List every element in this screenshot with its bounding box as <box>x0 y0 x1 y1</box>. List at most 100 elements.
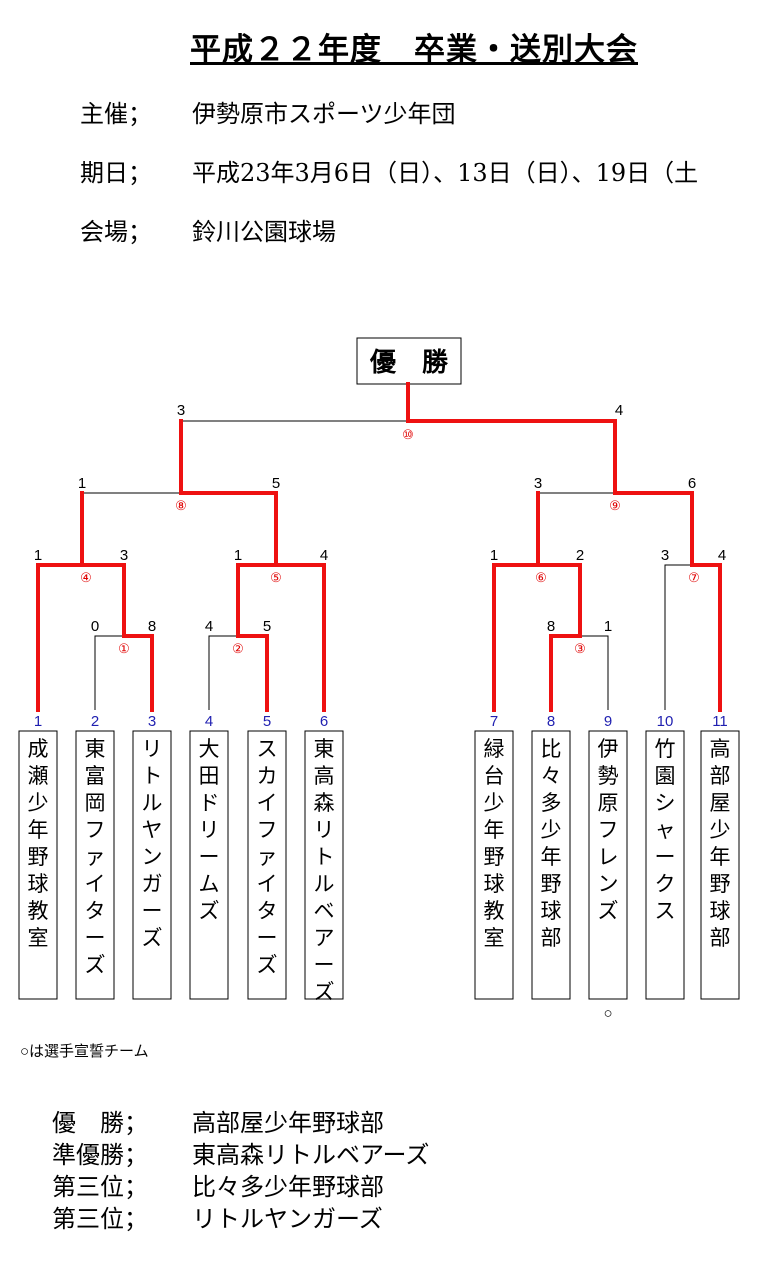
m5-score-right: 4 <box>320 547 328 564</box>
m6-label: ⑥ <box>535 570 547 585</box>
team-name: 竹園シャークス <box>655 737 676 923</box>
m2-score-right: 5 <box>263 618 271 635</box>
m3-score-left: 8 <box>547 618 555 635</box>
team-name: リトルヤンガーズ <box>142 737 163 950</box>
tournament-bracket: 優 勝 <box>18 337 740 1022</box>
m8-line-loser <box>81 492 181 565</box>
m8-line-winner <box>179 419 278 495</box>
m6-score-right: 2 <box>576 547 584 564</box>
team-seed-number: 5 <box>263 713 271 730</box>
m6-score-left: 1 <box>490 547 498 564</box>
page-title: 平成２２年度 卒業・送別大会 <box>190 32 638 68</box>
m4-label: ④ <box>80 570 92 585</box>
m10-score-left: 3 <box>177 402 185 419</box>
m10-line-loser <box>180 420 408 493</box>
team-box <box>700 730 740 1000</box>
date-label: 期日； <box>80 159 152 187</box>
team-seed-number: 9 <box>604 713 612 730</box>
champion-box <box>356 337 462 385</box>
m1-score-right: 8 <box>148 618 156 635</box>
team-seed-number: 3 <box>148 713 156 730</box>
m9-line-winner <box>613 419 694 495</box>
result-value: 東高森リトルベアーズ <box>192 1141 430 1169</box>
team-name: 東富岡ファイターズ <box>85 737 106 977</box>
venue-value: 鈴川公園球場 <box>192 218 336 246</box>
m1-label: ① <box>118 641 130 656</box>
team-seed-number: 7 <box>490 713 498 730</box>
team-seed-number: 10 <box>657 713 674 730</box>
team-box <box>474 730 514 1000</box>
m1-line-winner <box>122 563 154 712</box>
team-box <box>75 730 115 1000</box>
m3-line-winner <box>549 563 582 712</box>
result-label: 優 勝； <box>52 1109 148 1137</box>
winner-lines <box>36 382 722 712</box>
team-box <box>645 730 685 1000</box>
team-box <box>588 730 628 1000</box>
m6-line-winner <box>492 563 582 712</box>
team-box <box>132 730 172 1000</box>
team-name: スカイファイターズ <box>257 737 278 977</box>
organizer-value: 伊勢原市スポーツ少年団 <box>192 100 456 128</box>
team-box <box>304 730 344 1000</box>
m4-score-right: 3 <box>120 547 128 564</box>
team-layer: 1 成瀬少年野球教室 2 東富岡ファイターズ 3 リトルヤンガーズ 4 大田ドリームズ 5 スカイ… <box>18 713 740 1004</box>
date-value: 平成23年3月6日（日）、13日（日）、19日（土 <box>192 159 699 187</box>
m4-score-left: 1 <box>34 547 42 564</box>
m5-label: ⑤ <box>270 570 282 585</box>
result-label: 第三位； <box>52 1205 148 1233</box>
team-seed-number: 2 <box>91 713 99 730</box>
team-name: 成瀬少年野球教室 <box>28 737 49 950</box>
m3-score-right: 1 <box>604 618 612 635</box>
team-box <box>189 730 229 1000</box>
team-name: 東高森リトルベアーズ <box>314 737 335 1004</box>
team-name: 大田ドリームズ <box>199 737 220 923</box>
team-seed-number: 11 <box>712 713 728 730</box>
m1-score-left: 0 <box>91 618 99 635</box>
m4-line-team1 <box>36 563 126 712</box>
team-seed-number: 1 <box>34 713 42 730</box>
team-name: 比々多少年野球部 <box>541 737 562 950</box>
m2-score-left: 4 <box>205 618 213 635</box>
team-box <box>18 730 58 1000</box>
result-value: 高部屋少年野球部 <box>192 1109 384 1137</box>
m3-label: ③ <box>574 641 586 656</box>
result-label: 準優勝； <box>52 1141 148 1169</box>
team-name: 緑台少年野球教室 <box>484 737 505 950</box>
m7-line-loser <box>664 564 692 710</box>
m8-score-right: 5 <box>272 475 280 492</box>
result-value: リトルヤンガーズ <box>192 1205 383 1233</box>
m7-score-right: 4 <box>718 547 726 564</box>
m8-label: ⑧ <box>175 498 187 513</box>
m10-score-right: 4 <box>615 402 623 419</box>
m5-line-winner <box>274 491 326 712</box>
m7-line-winner <box>690 491 722 712</box>
team-name: 高部屋少年野球部 <box>710 737 731 950</box>
team-seed-number: 4 <box>205 713 213 730</box>
result-label: 第三位； <box>52 1173 148 1201</box>
m7-score-left: 3 <box>661 547 669 564</box>
team-box <box>531 730 571 1000</box>
oath-note: ○は選手宣誓チーム <box>20 1043 149 1060</box>
m3-line-loser <box>580 635 609 710</box>
m10-label: ⑩ <box>402 427 414 442</box>
m2-line-loser <box>208 635 238 710</box>
m2-line-winner <box>236 563 269 712</box>
m1-line-loser <box>94 635 124 710</box>
oath-mark: ○ <box>603 1005 612 1022</box>
team-seed-number: 8 <box>547 713 555 730</box>
team-seed-number: 6 <box>320 713 328 730</box>
m7-label: ⑦ <box>688 570 700 585</box>
thin-lines <box>81 420 692 710</box>
team-name: 伊勢原フレンズ <box>598 737 619 923</box>
m9-score-left: 3 <box>534 475 542 492</box>
m8-score-left: 1 <box>78 475 86 492</box>
champion-label: 優 勝 <box>369 348 449 378</box>
organizer-label: 主催； <box>80 100 152 128</box>
m4-line-winner <box>36 491 84 567</box>
m9-label: ⑨ <box>609 498 621 513</box>
result-value: 比々多少年野球部 <box>192 1173 384 1201</box>
team-box <box>247 730 287 1000</box>
venue-label: 会場； <box>80 218 152 246</box>
m9-score-right: 6 <box>688 475 696 492</box>
